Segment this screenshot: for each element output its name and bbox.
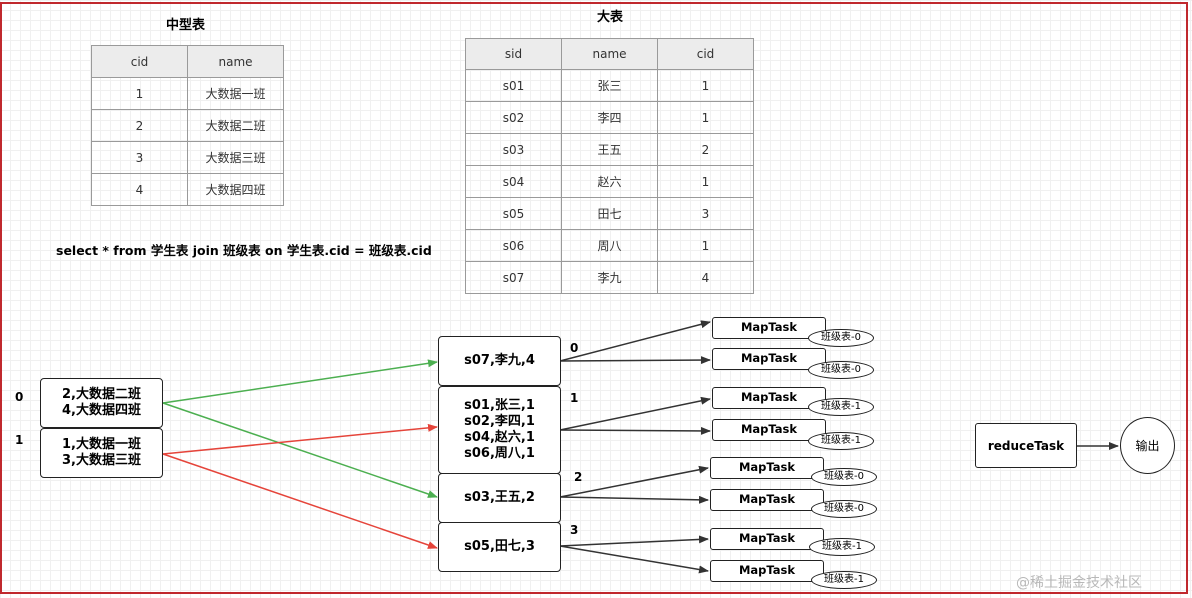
table-cell: 1	[657, 229, 754, 262]
map-tag-7: 班级表-1	[809, 538, 875, 556]
arrow-p1-map3	[559, 396, 711, 431]
arrow-split0-to-p2	[162, 402, 438, 498]
reduce-task-box: reduceTask	[975, 423, 1077, 468]
big-table-title: 大表	[597, 10, 624, 25]
arrow-p2-map6	[559, 495, 709, 504]
map-task-4: MapTask	[712, 419, 826, 441]
watermark: @稀土掘金技术社区	[1016, 575, 1142, 591]
sql-query: select * from 学生表 join 班级表 on 学生表.cid = …	[56, 243, 432, 258]
medium-table-title: 中型表	[166, 18, 206, 33]
split-box-1: 1,大数据一班 3,大数据三班	[40, 428, 163, 478]
partition-label-0: 0	[570, 341, 579, 355]
table-cell: 1	[657, 69, 754, 102]
partition-line: s03,王五,2	[464, 490, 535, 505]
partition-line: s04,赵六,1	[464, 430, 535, 445]
table-cell: s01	[465, 69, 562, 102]
table-cell: s04	[465, 165, 562, 198]
partition-line: s06,周八,1	[464, 446, 535, 461]
map-tag-1: 班级表-0	[808, 329, 874, 347]
table-cell: 4	[91, 173, 188, 206]
map-tag-5: 班级表-0	[811, 468, 877, 486]
table-cell: s03	[465, 133, 562, 166]
arrow-p3-map7	[559, 535, 709, 547]
map-task-3: MapTask	[712, 387, 826, 409]
arrow-split1-to-p1	[162, 423, 438, 455]
partition-box-1: s01,张三,1 s02,李四,1 s04,赵六,1 s06,周八,1	[438, 386, 561, 474]
partition-line: s07,李九,4	[464, 353, 535, 368]
map-task-6: MapTask	[710, 489, 824, 511]
table-cell: 赵六	[561, 165, 658, 198]
table-cell: 4	[657, 261, 754, 294]
split-line: 4,大数据四班	[62, 403, 141, 418]
partition-line: s05,田七,3	[464, 539, 535, 554]
column-header: name	[561, 38, 658, 70]
split-line: 3,大数据三班	[62, 453, 141, 468]
partition-label-3: 3	[570, 523, 579, 537]
table-cell: 田七	[561, 197, 658, 230]
table-cell: 大数据二班	[187, 109, 284, 142]
split-label-0: 0	[15, 390, 24, 404]
split-line: 2,大数据二班	[62, 387, 141, 402]
arrow-p2-map5	[559, 465, 709, 498]
map-tag-4: 班级表-1	[808, 432, 874, 450]
arrow-p3-map8	[559, 545, 709, 574]
split-box-0: 2,大数据二班 4,大数据四班	[40, 378, 163, 428]
partition-label-1: 1	[570, 391, 579, 405]
output-node: 输出	[1120, 417, 1175, 474]
partition-box-0: s07,李九,4	[438, 336, 561, 386]
partition-line: s01,张三,1	[464, 398, 535, 413]
table-cell: 大数据四班	[187, 173, 284, 206]
arrow-p0-map2	[559, 356, 711, 365]
partition-box-3: s05,田七,3	[438, 522, 561, 572]
table-cell: 1	[657, 165, 754, 198]
partition-line: s02,李四,1	[464, 414, 535, 429]
map-task-5: MapTask	[710, 457, 824, 479]
partition-label-2: 2	[574, 470, 583, 484]
map-task-8: MapTask	[710, 560, 824, 582]
column-header: sid	[465, 38, 562, 70]
map-tag-3: 班级表-1	[808, 398, 874, 416]
column-header: cid	[91, 45, 188, 78]
split-label-1: 1	[15, 433, 24, 447]
table-cell: s05	[465, 197, 562, 230]
column-header: cid	[657, 38, 754, 70]
map-tag-2: 班级表-0	[808, 361, 874, 379]
map-task-7: MapTask	[710, 528, 824, 550]
table-cell: s07	[465, 261, 562, 294]
split-line: 1,大数据一班	[62, 437, 141, 452]
table-cell: 周八	[561, 229, 658, 262]
map-tag-8: 班级表-1	[811, 571, 877, 589]
table-cell: 3	[91, 141, 188, 174]
column-header: name	[187, 45, 284, 78]
map-task-1: MapTask	[712, 317, 826, 339]
arrow-split1-to-p3	[162, 453, 438, 549]
arrow-p0-map1	[559, 320, 711, 362]
map-tag-6: 班级表-0	[811, 500, 877, 518]
table-cell: 1	[657, 101, 754, 134]
table-cell: 3	[657, 197, 754, 230]
arrow-p1-map4	[559, 426, 711, 435]
partition-box-2: s03,王五,2	[438, 473, 561, 523]
table-cell: 李九	[561, 261, 658, 294]
map-task-2: MapTask	[712, 348, 826, 370]
arrow-split0-to-p0	[162, 359, 438, 404]
